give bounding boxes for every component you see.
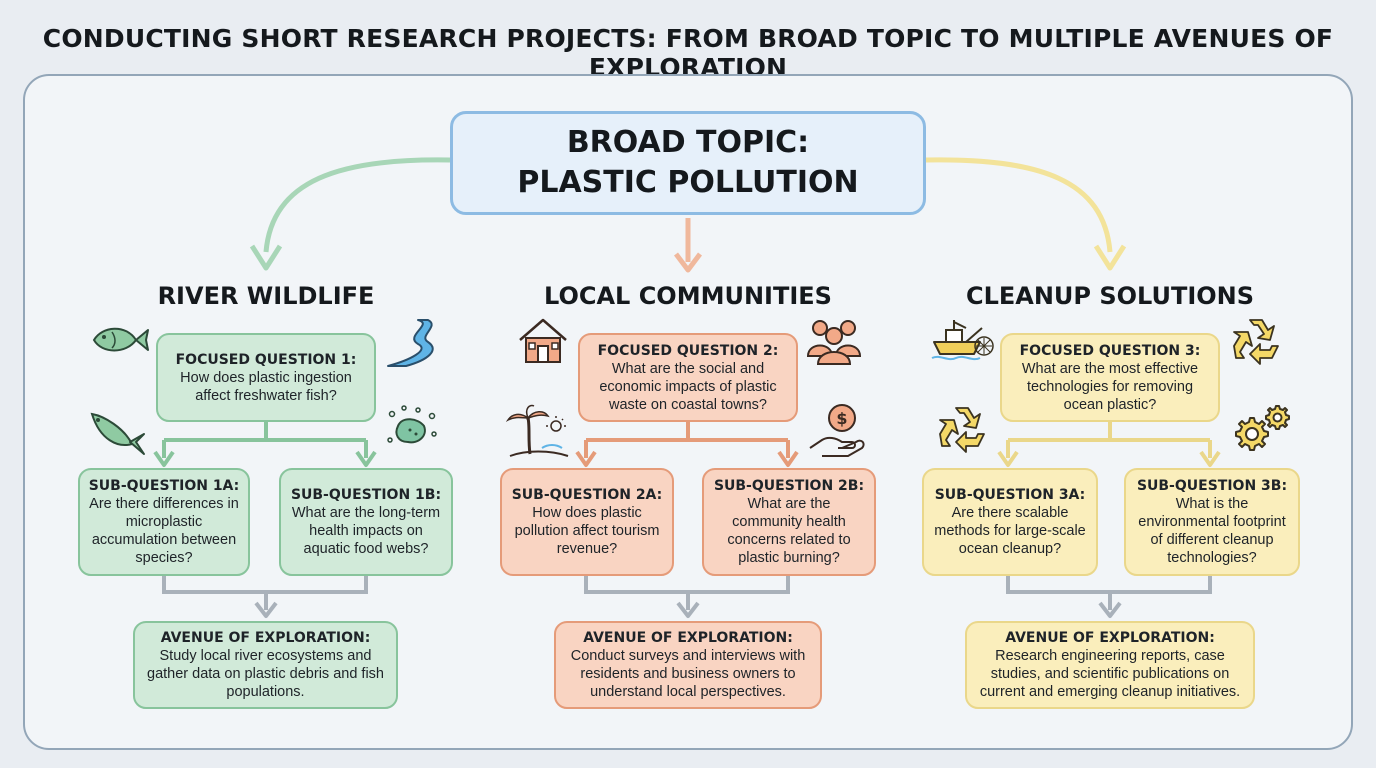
- arrow-broad-to-river: [263, 157, 451, 253]
- arrowhead-river: [249, 244, 283, 271]
- svg-text:$: $: [836, 409, 847, 428]
- microplastic-particles-icon: [387, 405, 437, 444]
- sub-question-2a-heading: SUB-QUESTION 2A:: [511, 487, 663, 503]
- sub-question-3a-text: Are there scalable methods for large-sca…: [934, 505, 1086, 557]
- recycle-icon: [1233, 319, 1279, 365]
- avenue-3-box: AVENUE OF EXPLORATION: Research engineer…: [965, 621, 1255, 709]
- arrowhead-cleanup: [1093, 244, 1127, 271]
- focused-question-3-heading: FOCUSED QUESTION 3:: [1019, 342, 1201, 359]
- sub-question-3a-box: SUB-QUESTION 3A: Are there scalable meth…: [922, 468, 1098, 576]
- avenue-2-text: Conduct surveys and interviews with resi…: [570, 648, 806, 700]
- beach-palm-icon: [506, 404, 569, 457]
- sub-question-2a-box: SUB-QUESTION 2A: How does plastic pollut…: [500, 468, 674, 576]
- money-hand-icon: $: [809, 404, 865, 457]
- house-icon: [519, 318, 567, 363]
- focused-question-2-box: FOCUSED QUESTION 2: What are the social …: [578, 333, 798, 422]
- gears-icon: [1235, 405, 1290, 451]
- focused-question-1-text: How does plastic ingestion affect freshw…: [180, 369, 352, 404]
- focused-question-1-heading: FOCUSED QUESTION 1:: [175, 351, 357, 368]
- fish-swimming-icon: [90, 412, 145, 455]
- sub-question-1a-heading: SUB-QUESTION 1A:: [88, 478, 240, 494]
- broad-topic-box: BROAD TOPIC: PLASTIC POLLUTION: [450, 111, 926, 215]
- recycle-icon: [939, 407, 985, 453]
- focused-question-3-box: FOCUSED QUESTION 3: What are the most ef…: [1000, 333, 1220, 422]
- sub-question-3b-text: What is the environmental footprint of d…: [1138, 496, 1286, 566]
- sub-question-3b-box: SUB-QUESTION 3B: What is the environment…: [1124, 468, 1300, 576]
- avenue-2-heading: AVENUE OF EXPLORATION:: [583, 630, 793, 646]
- focused-question-2-heading: FOCUSED QUESTION 2:: [597, 342, 779, 359]
- category-cleanup-solutions: CLEANUP SOLUTIONS: [965, 282, 1255, 310]
- focused-question-1-box: FOCUSED QUESTION 1: How does plastic ing…: [156, 333, 376, 422]
- river-icon: [387, 319, 434, 367]
- sub-question-2a-text: How does plastic pollution affect touris…: [514, 505, 660, 557]
- cleanup-boat-icon: [931, 320, 994, 361]
- fish-icon: [92, 327, 149, 352]
- arrowhead-communities: [674, 252, 702, 273]
- avenue-1-box: AVENUE OF EXPLORATION: Study local river…: [133, 621, 398, 709]
- arrow-broad-to-cleanup: [925, 157, 1113, 253]
- sub-question-1a-text: Are there differences in microplastic ac…: [89, 496, 239, 566]
- broad-topic-label: BROAD TOPIC:: [566, 125, 810, 160]
- sub-question-1a-box: SUB-QUESTION 1A: Are there differences i…: [78, 468, 250, 576]
- sub-question-2b-heading: SUB-QUESTION 2B:: [713, 478, 865, 494]
- sub-question-3a-heading: SUB-QUESTION 3A:: [934, 487, 1086, 503]
- category-local-communities: LOCAL COMMUNITIES: [544, 282, 832, 310]
- avenue-1-heading: AVENUE OF EXPLORATION:: [160, 630, 371, 646]
- sub-question-2b-text: What are the community health concerns r…: [727, 496, 851, 566]
- focused-question-2-text: What are the social and economic impacts…: [599, 360, 777, 413]
- avenue-1-text: Study local river ecosystems and gather …: [147, 648, 384, 700]
- diagram-title: CONDUCTING SHORT RESEARCH PROJECTS: FROM…: [42, 24, 1334, 82]
- category-river-wildlife: RIVER WILDLIFE: [157, 282, 375, 310]
- sub-question-1b-box: SUB-QUESTION 1B: What are the long-term …: [279, 468, 453, 576]
- broad-topic-name: PLASTIC POLLUTION: [517, 165, 859, 200]
- sub-question-1b-text: What are the long-term health impacts on…: [291, 505, 441, 557]
- avenue-3-heading: AVENUE OF EXPLORATION:: [1005, 630, 1215, 646]
- avenue-3-text: Research engineering reports, case studi…: [979, 648, 1241, 700]
- sub-question-3b-heading: SUB-QUESTION 3B:: [1136, 478, 1288, 494]
- focused-question-3-text: What are the most effective technologies…: [1021, 360, 1199, 413]
- avenue-2-box: AVENUE OF EXPLORATION: Conduct surveys a…: [554, 621, 822, 709]
- sub-question-1b-heading: SUB-QUESTION 1B:: [290, 487, 442, 503]
- sub-question-2b-box: SUB-QUESTION 2B: What are the community …: [702, 468, 876, 576]
- people-group-icon: [806, 320, 862, 365]
